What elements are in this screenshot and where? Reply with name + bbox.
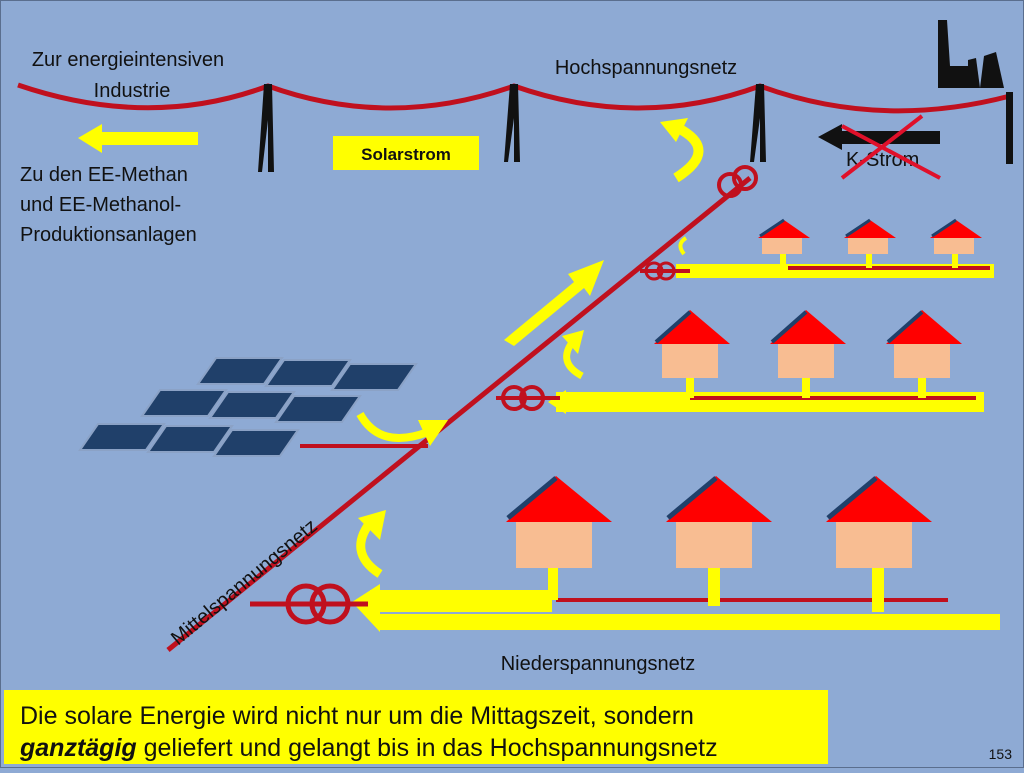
caption-box: Die solare Energie wird nicht nur um die… <box>4 690 828 764</box>
methan-label-3: Produktionsanlagen <box>20 224 197 246</box>
factory-icon <box>938 20 1004 88</box>
methan-label-2: und EE-Methanol- <box>20 194 181 216</box>
medium-voltage-label: Mittelspannungsnetz <box>167 515 322 650</box>
caption-line-2-rest: geliefert und gelangt bis in das Hochspa… <box>136 734 718 762</box>
row-3 <box>250 476 1000 632</box>
house-icon <box>758 218 810 268</box>
house-icon <box>844 218 896 268</box>
caption-line-2: ganztägig geliefert und gelangt bis in d… <box>20 732 816 764</box>
k-strom-arrow <box>818 124 940 150</box>
caption-line-1: Die solare Energie wird nicht nur um die… <box>20 702 694 730</box>
curved-arrow-icon <box>356 411 448 446</box>
row-2 <box>496 310 984 414</box>
solarstrom-badge: Solarstrom <box>333 136 479 170</box>
house-icon <box>886 310 962 398</box>
methan-label-1: Zu den EE-Methan <box>20 164 188 186</box>
arrow-to-industry <box>78 124 198 153</box>
row-1 <box>640 218 994 281</box>
industry-label-2: Industrie <box>94 80 171 102</box>
house-icon <box>770 310 846 398</box>
caption-emphasis: ganztägig <box>20 734 137 762</box>
k-strom-label: K-Strom <box>846 149 919 171</box>
page-number: 153 <box>988 746 1012 762</box>
house-icon <box>654 310 730 398</box>
house-icon <box>506 476 612 600</box>
cross-icon <box>840 114 941 180</box>
high-voltage-label: Hochspannungsnetz <box>555 57 737 79</box>
medium-voltage-line <box>166 176 752 652</box>
pylon-2 <box>504 84 520 162</box>
pylon-1 <box>258 84 274 172</box>
up-arrow <box>504 260 604 346</box>
house-icon <box>930 218 982 268</box>
transformer-icon <box>717 165 758 198</box>
curved-arrow-icon <box>660 118 704 183</box>
pylon-3 <box>750 84 766 162</box>
low-voltage-label: Niederspannungsnetz <box>501 653 696 675</box>
solar-panel-icon <box>78 357 418 457</box>
house-icon <box>666 476 772 606</box>
pylon-4 <box>1006 92 1013 164</box>
house-icon <box>826 476 932 612</box>
industry-label-1: Zur energieintensiven <box>32 49 224 71</box>
solarstrom-label: Solarstrom <box>361 145 451 164</box>
